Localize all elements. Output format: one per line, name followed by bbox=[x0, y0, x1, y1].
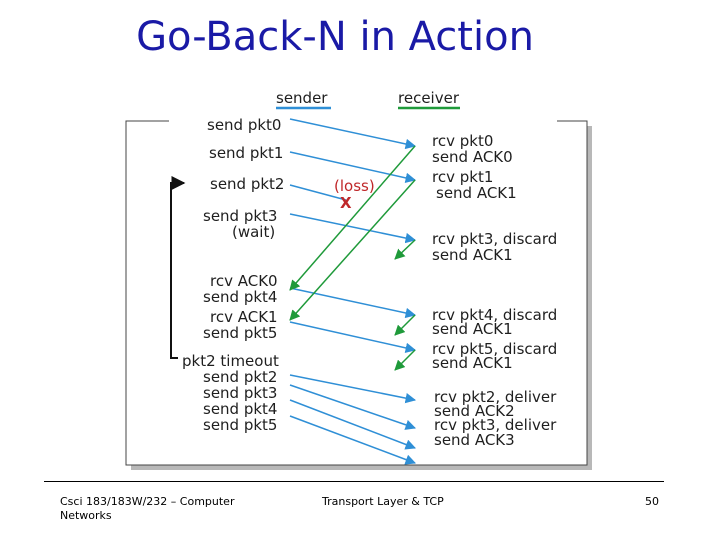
arrow-pkt1 bbox=[289, 151, 417, 184]
sender-header: sender bbox=[276, 89, 328, 107]
sender-event: send pkt4 bbox=[203, 400, 277, 418]
footer-topic: Transport Layer & TCP bbox=[322, 495, 444, 508]
arrow-pkt3 bbox=[289, 213, 417, 244]
sender-event: (wait) bbox=[232, 223, 275, 241]
arrow-pkt4 bbox=[289, 287, 417, 319]
slide-title: Go-Back-N in Action bbox=[136, 14, 534, 60]
receiver-event: rcv pkt5, discard bbox=[432, 340, 557, 358]
receiver-event: send ACK1 bbox=[432, 354, 513, 372]
footer-divider bbox=[44, 481, 664, 482]
receiver-event: send ACK1 bbox=[436, 184, 517, 202]
receiver-events: rcv pkt0 send ACK0 rcv pkt1 send ACK1 rc… bbox=[432, 132, 557, 449]
sender-event: send pkt3 bbox=[203, 207, 277, 225]
arrow-ack1-dup2 bbox=[394, 314, 416, 336]
timeout-bracket bbox=[170, 176, 186, 359]
sender-event: send pkt4 bbox=[203, 288, 277, 306]
arrow-ack0 bbox=[289, 145, 416, 291]
sender-event: send pkt3 bbox=[203, 384, 277, 402]
receiver-event: send ACK1 bbox=[432, 320, 513, 338]
receiver-event: rcv pkt3, deliver bbox=[434, 416, 557, 434]
receiver-event: rcv pkt1 bbox=[432, 168, 493, 186]
arrow-resend-pkt2 bbox=[289, 374, 417, 404]
arrow-pkt5 bbox=[289, 321, 417, 354]
sender-events: send pkt0 send pkt1 send pkt2 send pkt3 … bbox=[182, 116, 284, 434]
sender-event: send pkt5 bbox=[203, 416, 277, 434]
arrow-pkt0 bbox=[289, 118, 417, 150]
sender-event: send pkt2 bbox=[210, 175, 284, 193]
receiver-event: send ACK0 bbox=[432, 148, 513, 166]
loss-mark: X bbox=[340, 194, 352, 212]
receiver-header: receiver bbox=[398, 89, 460, 107]
page-number: 50 bbox=[645, 495, 659, 508]
arrow-resend-pkt4 bbox=[289, 399, 416, 450]
sender-event: send pkt5 bbox=[203, 324, 277, 342]
sender-event: pkt2 timeout bbox=[182, 352, 279, 370]
footer-course: Csci 183/183W/232 – Computer Networks bbox=[60, 495, 235, 522]
receiver-event: send ACK3 bbox=[434, 431, 515, 449]
receiver-event: rcv pkt3, discard bbox=[432, 230, 557, 248]
arrow-ack1-dup1 bbox=[394, 239, 416, 260]
sender-event: rcv ACK1 bbox=[210, 308, 278, 326]
sender-event: rcv ACK0 bbox=[210, 272, 278, 290]
sender-event: send pkt1 bbox=[209, 144, 283, 162]
arrow-resend-pkt3 bbox=[289, 384, 416, 430]
receiver-event: rcv pkt0 bbox=[432, 132, 493, 150]
receiver-event: rcv pkt2, deliver bbox=[434, 388, 557, 406]
sender-event: send pkt0 bbox=[207, 116, 281, 134]
arrow-ack1 bbox=[289, 179, 416, 321]
arrow-pkt2-lost bbox=[289, 184, 347, 201]
receiver-event: send ACK2 bbox=[434, 402, 515, 420]
arrow-ack1-dup3 bbox=[394, 349, 416, 371]
receiver-event: send ACK1 bbox=[432, 246, 513, 264]
sender-event: send pkt2 bbox=[203, 368, 277, 386]
loss-label: (loss) bbox=[334, 177, 375, 195]
diagram-panel bbox=[125, 120, 588, 466]
receiver-event: rcv pkt4, discard bbox=[432, 306, 557, 324]
arrow-resend-pkt5 bbox=[289, 415, 416, 465]
